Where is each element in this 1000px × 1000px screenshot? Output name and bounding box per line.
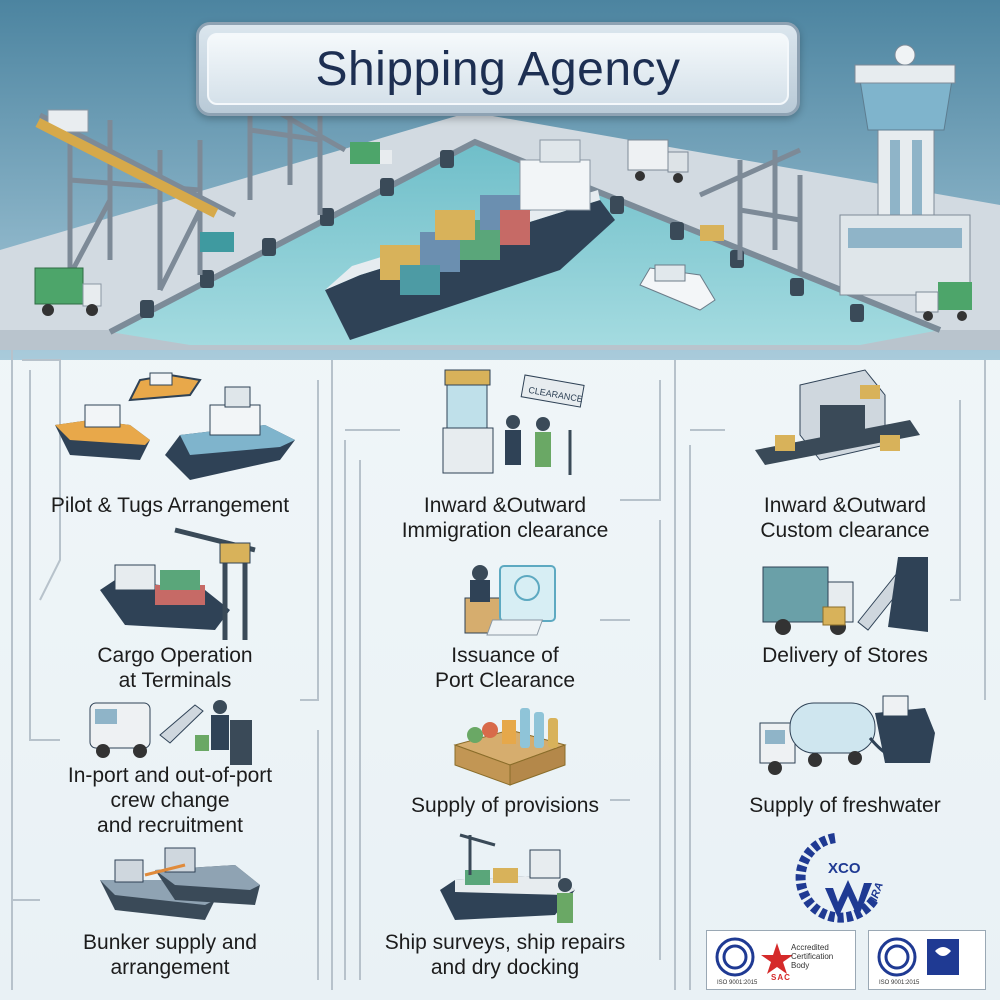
service-label-line2: and dry docking bbox=[430, 956, 580, 979]
service-label-line2: Custom clearance bbox=[760, 519, 930, 542]
ship-survey-drydock-icon bbox=[440, 833, 575, 923]
truck-bottom-right bbox=[915, 282, 972, 321]
cert-badge-sac: Accredited Certification Body SAC ISO 90… bbox=[706, 930, 856, 990]
service-label: Pilot & Tugs Arrangement bbox=[50, 494, 290, 517]
service-port-clearance: Issuance of Port Clearance bbox=[360, 643, 650, 693]
cert-number-right: ISO 9001:2015 bbox=[879, 980, 920, 986]
certification-badges: Accredited Certification Body SAC ISO 90… bbox=[706, 930, 988, 992]
service-label-line1: Ship surveys, ship repairs bbox=[384, 931, 626, 954]
sac-text-line1: Accredited bbox=[791, 943, 829, 952]
service-label: Delivery of Stores bbox=[762, 644, 928, 667]
service-pilot-tugs: Pilot & Tugs Arrangement bbox=[20, 493, 320, 518]
quay-wall bbox=[108, 138, 942, 335]
service-label-line2: arrangement bbox=[110, 956, 230, 979]
service-label-line1: Inward &Outward bbox=[763, 494, 927, 517]
bunker-barges-icon bbox=[100, 847, 260, 920]
crew-change-icon bbox=[89, 700, 252, 765]
service-label-line3: and recruitment bbox=[97, 814, 243, 837]
control-tower bbox=[839, 44, 971, 296]
cert-number-left: ISO 9001:2015 bbox=[717, 980, 758, 986]
sac-badge-graphic bbox=[715, 937, 793, 977]
small-boat bbox=[639, 264, 716, 311]
service-label-line1: Cargo Operation bbox=[97, 644, 253, 667]
service-label-line2: crew change bbox=[110, 789, 230, 812]
customs-scanner-icon bbox=[755, 369, 920, 465]
cargo-ship bbox=[325, 139, 615, 340]
service-surveys: Ship surveys, ship repairs and dry docki… bbox=[345, 930, 665, 980]
service-label: Supply of provisions bbox=[411, 794, 599, 817]
service-provisions: Supply of provisions bbox=[360, 793, 650, 818]
truck-top-right bbox=[627, 139, 689, 183]
service-label-line1: Issuance of bbox=[451, 644, 559, 667]
freshwater-tanker-icon bbox=[759, 695, 935, 775]
port-clearance-desk-icon bbox=[464, 565, 556, 636]
title-banner-inner bbox=[207, 33, 789, 105]
service-label-line2: at Terminals bbox=[118, 669, 232, 692]
immigration-booth-icon: CLEARANCE bbox=[442, 369, 585, 475]
logo-text: XCO bbox=[828, 860, 861, 877]
provisions-crate-icon bbox=[453, 708, 567, 786]
page-title: Shipping Agency bbox=[315, 42, 681, 96]
service-label-line1: Bunker supply and bbox=[83, 931, 257, 954]
service-label-line2: Port Clearance bbox=[434, 669, 576, 692]
sac-text-line2: Certification bbox=[791, 952, 834, 961]
service-immigration: Inward &Outward Immigration clearance bbox=[355, 493, 655, 543]
service-label-line1: Inward &Outward bbox=[423, 494, 587, 517]
crane-beam-left bbox=[35, 118, 219, 218]
title-banner: Shipping Agency bbox=[196, 22, 800, 116]
gantry-crane-right bbox=[698, 147, 803, 275]
service-bunker: Bunker supply and arrangement bbox=[20, 930, 320, 980]
container-dock-left bbox=[200, 232, 234, 252]
gantry-crane-left bbox=[38, 112, 237, 292]
cargo-terminal-icon bbox=[100, 527, 256, 640]
bollards bbox=[140, 150, 864, 322]
sac-text-line3: Body bbox=[791, 961, 810, 970]
service-stores: Delivery of Stores bbox=[695, 643, 995, 668]
pilot-tug-boats-icon bbox=[55, 372, 295, 480]
truck-middle bbox=[350, 142, 392, 164]
service-crew: In-port and out-of-port crew change and … bbox=[20, 763, 320, 838]
truck-left bbox=[34, 267, 102, 316]
service-freshwater: Supply of freshwater bbox=[695, 793, 995, 818]
stores-delivery-icon bbox=[762, 557, 928, 635]
service-label-line2: Immigration clearance bbox=[401, 519, 609, 542]
service-cargo: Cargo Operation at Terminals bbox=[30, 643, 320, 693]
container-dock-right bbox=[700, 225, 724, 241]
sac-label: SAC bbox=[771, 973, 791, 982]
service-label-line1: In-port and out-of-port bbox=[67, 764, 273, 787]
service-label: Supply of freshwater bbox=[749, 794, 941, 817]
company-logo: XCO IRA bbox=[795, 833, 886, 923]
crane-cabin-left bbox=[47, 109, 89, 133]
service-customs: Inward &Outward Custom clearance bbox=[695, 493, 995, 543]
ukas-badge-graphic bbox=[877, 937, 959, 977]
cert-badge-ukas: ISO 9001:2015 bbox=[868, 930, 986, 990]
